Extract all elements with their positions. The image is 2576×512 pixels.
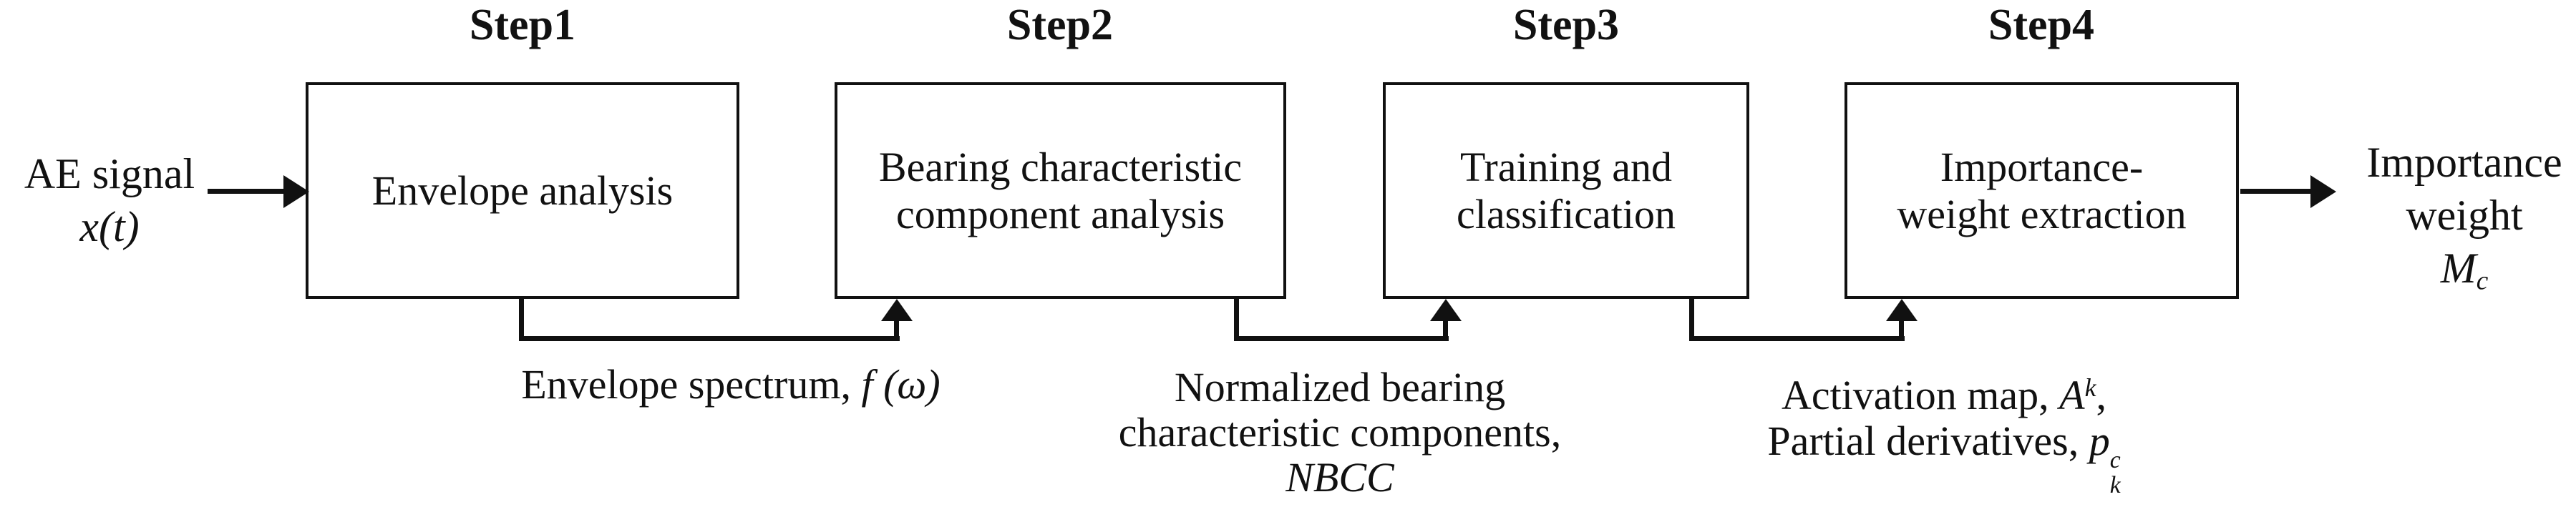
step3-label: Step3 [1512,1,1620,49]
output-math-var: M [2440,245,2477,292]
output-math-sub: c [2476,266,2489,296]
box-text-line: weight extraction [1897,190,2187,237]
box-text-line: Envelope analysis [371,167,674,214]
box-training-classification-text: Training and classification [1457,144,1676,238]
box-text-line: classification [1456,190,1676,237]
box-bearing-characteristic-analysis-text: Bearing characteristic component analysi… [879,144,1242,238]
connector1-drop-line [519,299,524,341]
activation-math-p: p [2089,417,2110,464]
connector1-horizontal-line [519,336,900,341]
input-label: AE signal x(t) [6,147,213,253]
nbcc-line2: characteristic components, [1118,409,1562,456]
box-envelope-analysis-text: Envelope analysis [372,167,673,215]
box-bearing-characteristic-analysis: Bearing characteristic component analysi… [835,82,1286,299]
connector3-arrowhead-up-icon [1886,299,1918,321]
flow-label-nbcc: Normalized bearing characteristic compon… [1119,365,1561,500]
activation-line1-tail: , [2096,371,2107,418]
input-arrow-line [208,189,288,194]
step4-label: Step4 [1988,1,2095,49]
activation-math-p-sup: c [2109,447,2121,474]
nbcc-line1: Normalized bearing [1174,364,1506,410]
envelope-spectrum-math: f (ω) [861,361,941,408]
box-text-line: Training and [1460,143,1672,190]
connector3-horizontal-line [1689,336,1905,341]
connector2-arrowhead-up-icon [1430,299,1462,321]
output-label-line2: weight [2406,192,2523,239]
activation-math-A-sup: k [2084,373,2096,402]
output-arrowhead-right-icon [2310,175,2336,208]
connector2-drop-line [1234,299,1239,341]
connector1-arrow-line [894,317,899,341]
step2-label: Step2 [1006,1,1114,49]
input-arrowhead-right-icon [283,175,309,208]
connector1-arrowhead-up-icon [881,299,913,321]
flow-label-activation: Activation map, Ak, Partial derivatives,… [1767,365,2120,498]
output-label-line1: Importance [2366,139,2562,186]
box-importance-weight-extraction: Importance- weight extraction [1844,82,2239,299]
box-text-line: component analysis [895,190,1225,237]
envelope-spectrum-text: Envelope spectrum, [521,361,862,408]
activation-line1-text: Activation map, [1781,371,2060,418]
input-math-xt: x(t) [79,203,140,250]
activation-line2-text: Partial derivatives, [1767,417,2089,464]
activation-math-p-sub: k [2109,471,2121,498]
box-envelope-analysis: Envelope analysis [306,82,739,299]
activation-line1: Activation map, Ak, [1767,365,2120,418]
step1-label: Step1 [469,1,576,49]
connector2-arrow-line [1443,317,1448,341]
activation-math-A: A [2059,371,2085,418]
output-math-mc: Mc [2353,242,2576,307]
output-label: Importance weight Mc [2353,136,2576,307]
output-arrow-line [2240,189,2312,194]
connector3-drop-line [1689,299,1694,341]
connector2-horizontal-line [1234,336,1449,341]
flow-label-envelope-spectrum: Envelope spectrum, f (ω) [521,362,940,407]
input-label-text: AE signal [24,150,195,197]
box-training-classification: Training and classification [1383,82,1749,299]
box-text-line: Bearing characteristic [878,143,1243,190]
box-importance-weight-extraction-text: Importance- weight extraction [1897,144,2186,238]
box-text-line: Importance- [1940,143,2144,190]
nbcc-abbr: NBCC [1285,454,1394,501]
connector3-arrow-line [1899,317,1904,341]
